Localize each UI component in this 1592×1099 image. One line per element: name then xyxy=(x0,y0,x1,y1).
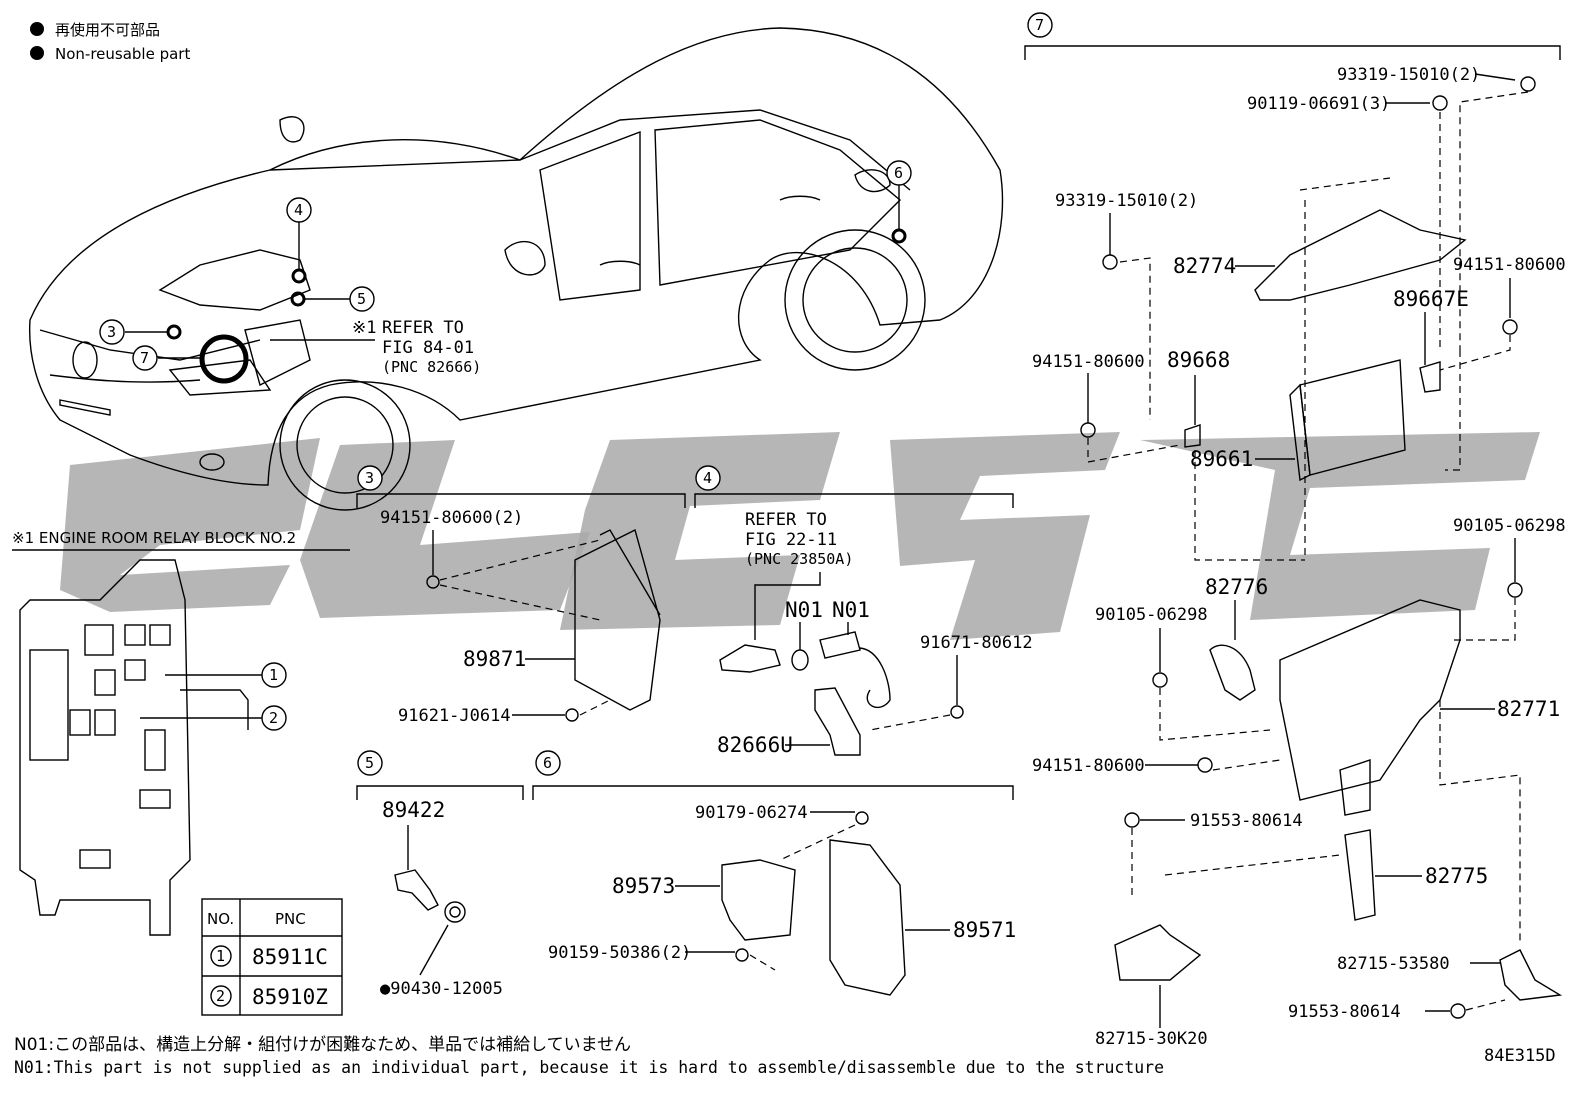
part-93319-15010-2-top: 93319-15010(2) xyxy=(1337,65,1480,85)
note-jp: N01:この部品は、構造上分解・組付けが困難なため、単品では補給していません xyxy=(14,1035,631,1055)
figure-code: 84E315D xyxy=(1484,1046,1556,1066)
relay-block: ※1 ENGINE ROOM RELAY BLOCK NO.2 1 2 xyxy=(12,529,350,936)
refer-line3: (PNC 82666) xyxy=(382,358,481,376)
non-reusable-bullet-icon xyxy=(30,46,44,60)
ring-marker-7 xyxy=(199,334,249,384)
svg-text:5: 5 xyxy=(365,754,374,772)
part-89668: 89668 xyxy=(1167,348,1230,372)
callout-1: 1 xyxy=(269,666,278,684)
part-91553-80614-top: 91553-80614 xyxy=(1190,811,1303,831)
part-82715-53580: 82715-53580 xyxy=(1337,954,1450,974)
part-89422: 89422 xyxy=(382,798,445,822)
table-row-1-no: 1 xyxy=(216,947,225,965)
section-4: 4 REFER TO FIG 22-11 (PNC 23850A) N01 N0… xyxy=(694,465,1033,757)
section4-refer-line2: FIG 22-11 xyxy=(745,530,837,550)
refer-mark: ※1 xyxy=(352,318,376,338)
part-90105-06298-left: 90105-06298 xyxy=(1095,605,1208,625)
part-89571: 89571 xyxy=(953,918,1016,942)
callout-4: 4 xyxy=(294,201,303,219)
section-6: 6 90179-06274 89573 89571 90159-50386(2) xyxy=(532,750,1016,996)
part-91553-80614-bottom: 91553-80614 xyxy=(1288,1002,1401,1022)
part-94151-80600-2: 94151-80600(2) xyxy=(380,508,523,528)
part-90159-50386-2: 90159-50386(2) xyxy=(548,943,691,963)
part-91671-80612: 91671-80612 xyxy=(920,633,1033,653)
callout-3: 3 xyxy=(107,323,116,341)
notes: N01:この部品は、構造上分解・組付けが困難なため、単品では補給していません N… xyxy=(14,1035,1556,1078)
part-90179-06274: 90179-06274 xyxy=(695,803,808,823)
legend: 再使用不可部品 Non-reusable part xyxy=(30,21,190,63)
part-90105-06298-right: 90105-06298 xyxy=(1453,516,1566,536)
section-3: 3 94151-80600(2) 89871 91621-J0614 xyxy=(356,465,686,726)
car-callouts: 4 5 3 7 6 xyxy=(99,160,912,371)
part-89871: 89871 xyxy=(463,647,526,671)
part-94151-80600-right: 94151-80600 xyxy=(1453,255,1566,275)
part-89667E: 89667E xyxy=(1393,287,1469,311)
section4-refer-line3: (PNC 23850A) xyxy=(745,550,853,568)
part-82776: 82776 xyxy=(1205,575,1268,599)
part-89661: 89661 xyxy=(1190,447,1253,471)
table-header-no: NO. xyxy=(207,910,234,928)
part-91621-J0614: 91621-J0614 xyxy=(398,706,511,726)
part-94151-80600-left: 94151-80600 xyxy=(1032,352,1145,372)
part-94151-80600-bottom: 94151-80600 xyxy=(1032,756,1145,776)
relay-block-title: ※1 ENGINE ROOM RELAY BLOCK NO.2 xyxy=(12,529,296,547)
part-82666U: 82666U xyxy=(717,733,793,757)
part-93319-15010-2-left: 93319-15010(2) xyxy=(1055,191,1198,211)
car-illustration xyxy=(28,27,1004,511)
callout-6: 6 xyxy=(894,164,903,182)
part-90119-06691-3: 90119-06691(3) xyxy=(1247,94,1390,114)
section-5: 5 89422 ●90430-12005 xyxy=(356,750,524,999)
note-en: N01:This part is not supplied as an indi… xyxy=(14,1058,1164,1078)
callout-2: 2 xyxy=(269,709,278,727)
callout-7: 7 xyxy=(140,349,149,367)
refer-line1: REFER TO xyxy=(382,318,464,338)
refer-main: ※1 REFER TO FIG 84-01 (PNC 82666) xyxy=(352,318,481,376)
callout-5: 5 xyxy=(357,290,366,308)
svg-text:6: 6 xyxy=(543,754,552,772)
part-89573: 89573 xyxy=(612,874,675,898)
table-row-2-pnc: 85910Z xyxy=(252,985,328,1009)
table-header-pnc: PNC xyxy=(275,910,306,928)
non-reusable-bullet-icon xyxy=(30,22,44,36)
legend-jp: 再使用不可部品 xyxy=(55,21,160,39)
section-7: 7 93319-15010(2) 90119-06691(3) 93319-15… xyxy=(1024,12,1566,1049)
part-82715-30K20: 82715-30K20 xyxy=(1095,1029,1208,1049)
note-n01-b: N01 xyxy=(832,598,870,622)
legend-en: Non-reusable part xyxy=(55,45,190,63)
part-82771: 82771 xyxy=(1497,697,1560,721)
table-row-1-pnc: 85911C xyxy=(252,945,328,969)
pnc-table: NO. PNC 1 85911C 2 85910Z xyxy=(201,898,343,1016)
svg-text:4: 4 xyxy=(703,469,712,487)
refer-line2: FIG 84-01 xyxy=(382,338,474,358)
part-82775: 82775 xyxy=(1425,864,1488,888)
svg-text:3: 3 xyxy=(365,469,374,487)
note-n01-a: N01 xyxy=(785,598,823,622)
svg-text:7: 7 xyxy=(1035,16,1044,34)
watermark xyxy=(60,432,1540,640)
part-82774: 82774 xyxy=(1173,254,1236,278)
table-row-2-no: 2 xyxy=(216,987,225,1005)
part-90430-12005: ●90430-12005 xyxy=(380,979,503,999)
section4-refer-line1: REFER TO xyxy=(745,510,827,530)
